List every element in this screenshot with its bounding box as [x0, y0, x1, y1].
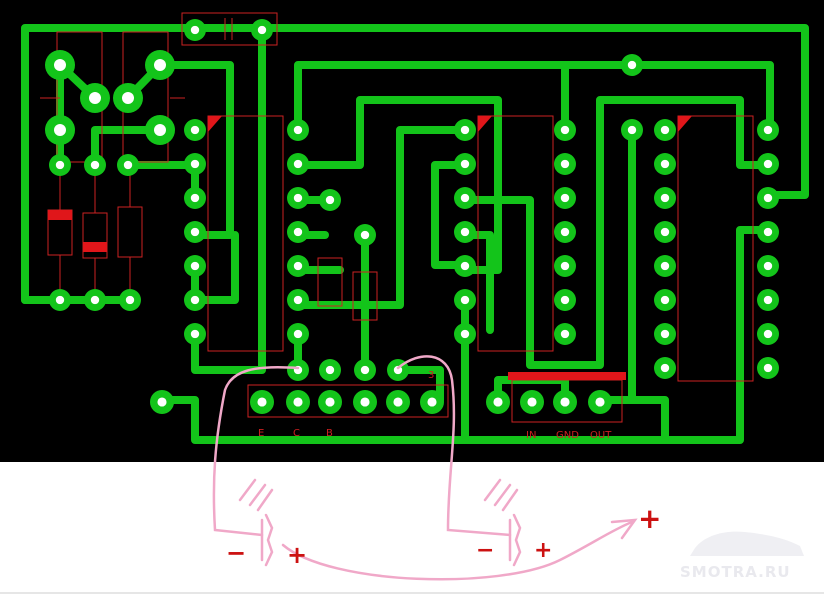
header-bottom-pad-hole [393, 397, 403, 407]
ic2-pad-hole [560, 193, 570, 203]
header-bottom-pad-hole [293, 397, 303, 407]
regulator-pad-hole [527, 397, 537, 407]
header-bottom-pad-hole [427, 397, 437, 407]
misc-pad-hole [360, 230, 370, 240]
watermark-text: SMOTRA.RU [680, 563, 791, 581]
ic3-pad-hole [763, 159, 773, 169]
ic2-pad-hole [560, 125, 570, 135]
ic1-pad-hole [190, 329, 200, 339]
resistor-pad-hole [125, 295, 135, 305]
ic1-pad-hole [293, 227, 303, 237]
ic3-pad-hole [660, 159, 670, 169]
ic2-pad-hole [560, 261, 570, 271]
ic1-pad-hole [293, 159, 303, 169]
silk-fills [48, 116, 692, 380]
ic3-pad-hole [660, 125, 670, 135]
ground-pad-hole [157, 397, 167, 407]
arrow-target-plus: + [638, 502, 661, 535]
ic3-pad-hole [660, 363, 670, 373]
label-pin-3: 3 [428, 370, 434, 381]
misc-pad-hole [325, 195, 335, 205]
ic1-pad-hole [293, 125, 303, 135]
header-top-pad-hole [325, 365, 335, 375]
ic1-pad-hole [190, 227, 200, 237]
ic1-pad-hole [190, 261, 200, 271]
ic3-pad-hole [660, 261, 670, 271]
right-led-minus: − [476, 538, 494, 563]
ic3-pad-hole [660, 329, 670, 339]
label-e: E [258, 428, 264, 439]
ic2-pad-hole [560, 295, 570, 305]
ic1-pad-hole [293, 193, 303, 203]
ic3-pad-hole [660, 295, 670, 305]
ic3-pad-hole [763, 261, 773, 271]
large-pad-hole [154, 124, 166, 136]
ic1-pad-hole [293, 295, 303, 305]
cap-pad-hole [190, 25, 200, 35]
large-pad-hole [122, 92, 134, 104]
watermark-logo: SMOTRA.RU [680, 531, 804, 581]
large-pad-hole [89, 92, 101, 104]
ic2-pad-hole [460, 227, 470, 237]
regulator-pad-hole [493, 397, 503, 407]
ic2-pad-hole [460, 125, 470, 135]
ic3-pad-hole [660, 227, 670, 237]
large-pad-hole [54, 59, 66, 71]
ic2-pad-hole [560, 329, 570, 339]
ic1-pad-hole [293, 329, 303, 339]
ic3-pad-hole [763, 227, 773, 237]
resistor-pad-hole [90, 160, 100, 170]
regulator-pad-hole [595, 397, 605, 407]
ic2-pad-hole [460, 261, 470, 271]
ic1-pad-hole [190, 193, 200, 203]
via-pad-hole [627, 60, 637, 70]
ic3-pad-hole [763, 329, 773, 339]
ic1-pad-hole [190, 125, 200, 135]
left-led-minus: − [226, 539, 246, 567]
ic1-pad-hole [190, 295, 200, 305]
cap-pad-hole [257, 25, 267, 35]
ic2-pad-hole [460, 193, 470, 203]
right-led-plus: + [534, 538, 552, 563]
ic3-pad-hole [763, 125, 773, 135]
header-bottom-pad-hole [257, 397, 267, 407]
ic3-pad-hole [763, 363, 773, 373]
ic1-pad-hole [293, 261, 303, 271]
ic2-pad-hole [460, 159, 470, 169]
label-in: IN [526, 430, 536, 441]
label-b: B [326, 428, 333, 439]
label-out: OUT [590, 430, 612, 441]
ic3-pad-hole [660, 193, 670, 203]
via-pad-hole [627, 125, 637, 135]
ic2-pad-hole [560, 227, 570, 237]
pads [45, 19, 779, 414]
resistor-pad-hole [123, 160, 133, 170]
header-bottom-pad-hole [360, 397, 370, 407]
bottom-divider [0, 592, 824, 594]
label-gnd: GND [556, 430, 579, 441]
large-pad-hole [154, 59, 166, 71]
ic3-pad-hole [763, 295, 773, 305]
hand-drawn-wires [212, 355, 638, 581]
header-top-pad-hole [360, 365, 370, 375]
regulator-pad-hole [560, 397, 570, 407]
ic2-pad-hole [560, 159, 570, 169]
header-bottom-pad-hole [325, 397, 335, 407]
left-led-plus: + [287, 541, 307, 569]
label-c: C [293, 428, 300, 439]
resistor-pad-hole [55, 160, 65, 170]
ic2-pad-hole [460, 329, 470, 339]
resistor-pad-hole [55, 295, 65, 305]
ic3-pad-hole [763, 193, 773, 203]
ic1-pad-hole [190, 159, 200, 169]
large-pad-hole [54, 124, 66, 136]
resistor-pad-hole [90, 295, 100, 305]
ic2-pad-hole [460, 295, 470, 305]
